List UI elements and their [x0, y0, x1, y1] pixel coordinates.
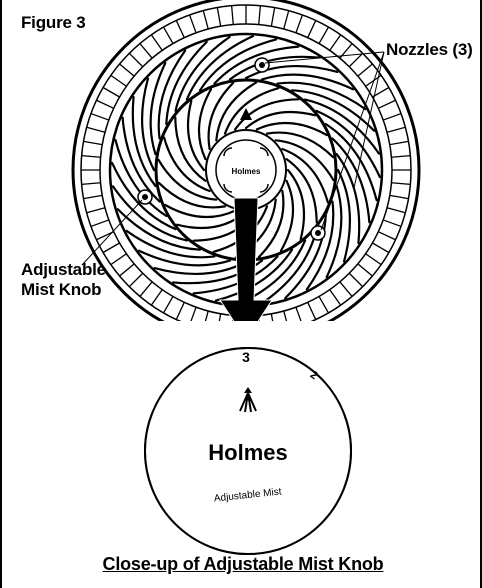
rim-tick	[140, 44, 152, 59]
rim-tick	[176, 20, 184, 37]
rim-tick	[271, 8, 274, 27]
rim-tick	[84, 141, 103, 144]
rim-tick	[111, 254, 127, 265]
rim-tick	[103, 88, 119, 98]
nozzle	[255, 58, 269, 72]
rim-tick	[87, 127, 105, 132]
rim-tick	[330, 35, 341, 51]
rim-tick	[284, 11, 289, 29]
spiral-blade	[164, 138, 209, 191]
spiral-blade	[151, 63, 166, 154]
rim-tick	[151, 35, 162, 51]
rim-tick	[319, 27, 329, 43]
closeup-setting-number: 3	[242, 349, 250, 365]
rim-tick	[120, 64, 135, 76]
rim-tick	[164, 27, 174, 43]
spiral-blade	[225, 88, 278, 133]
rim-tick	[349, 273, 362, 286]
spiral-blade	[282, 149, 327, 202]
rim-tick	[111, 75, 127, 86]
rim-tick	[391, 156, 410, 158]
rim-tick	[390, 195, 409, 198]
rim-tick	[120, 264, 135, 276]
rim-tick	[391, 183, 410, 185]
rim-tick	[217, 8, 220, 27]
closeup-brand-text: Holmes	[208, 440, 287, 465]
rim-tick	[296, 15, 302, 33]
rim-tick	[84, 195, 103, 198]
rim-tick	[383, 114, 401, 120]
hub-brand-text: Holmes	[232, 167, 261, 176]
rim-tick	[378, 100, 395, 108]
rim-tick	[82, 183, 101, 185]
rim-tick	[387, 208, 405, 213]
rim-tick	[96, 100, 113, 108]
rim-tick	[151, 290, 162, 306]
rim-tick	[203, 11, 208, 29]
rim-tick	[330, 290, 341, 306]
rim-tick	[383, 220, 401, 226]
nozzle	[311, 226, 325, 240]
rim-tick	[87, 208, 105, 213]
rim-tick	[358, 264, 373, 276]
rim-tick	[372, 243, 388, 253]
rim-tick	[190, 15, 196, 33]
rim-tick	[308, 20, 316, 37]
rim-tick	[319, 296, 329, 312]
spiral-blade	[327, 186, 342, 277]
rim-tick	[140, 282, 152, 297]
rim-tick	[129, 273, 142, 286]
rim-tick	[308, 302, 316, 319]
spiral-blade	[262, 75, 353, 90]
hub-knob: Holmes	[216, 140, 276, 200]
rim-tick	[91, 220, 109, 226]
rim-tick	[232, 6, 234, 25]
rim-tick	[387, 127, 405, 132]
rim-tick	[378, 232, 395, 240]
rim-tick	[358, 64, 373, 76]
spiral-blade	[142, 79, 154, 170]
rim-tick	[164, 296, 174, 312]
rim-tick	[129, 53, 142, 66]
figure-caption: Close-up of Adjustable Mist Knob	[2, 554, 482, 574]
rim-tick	[259, 6, 261, 25]
rim-tick	[176, 302, 184, 319]
spiral-blade	[139, 251, 230, 266]
rim-tick	[366, 254, 382, 265]
rim-tick	[390, 141, 409, 144]
rim-tick	[91, 114, 109, 120]
rim-tick	[340, 282, 352, 297]
rim-tick	[103, 243, 119, 253]
rim-tick	[82, 156, 101, 158]
spiral-blade	[338, 170, 350, 261]
spiral-blade	[155, 262, 246, 274]
knob-closeup: Holmes Adjustable Mist 3 2	[118, 321, 378, 581]
